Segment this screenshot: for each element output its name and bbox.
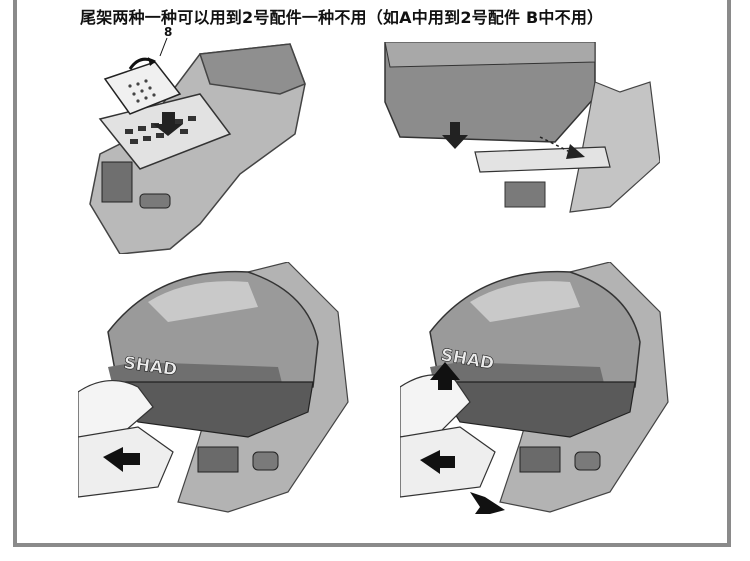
illustration-bottom-left: SHAD <box>78 262 349 513</box>
illustration-bottom-right: SHAD <box>400 262 669 514</box>
instruction-title: 尾架两种一种可以用到2号配件一种不用（如A中用到2号配件 B中不用） <box>80 8 604 27</box>
illustration-top-left: 8 <box>89 25 306 254</box>
callout-number-8: 8 <box>164 25 172 39</box>
illustration-top-right <box>384 42 660 213</box>
